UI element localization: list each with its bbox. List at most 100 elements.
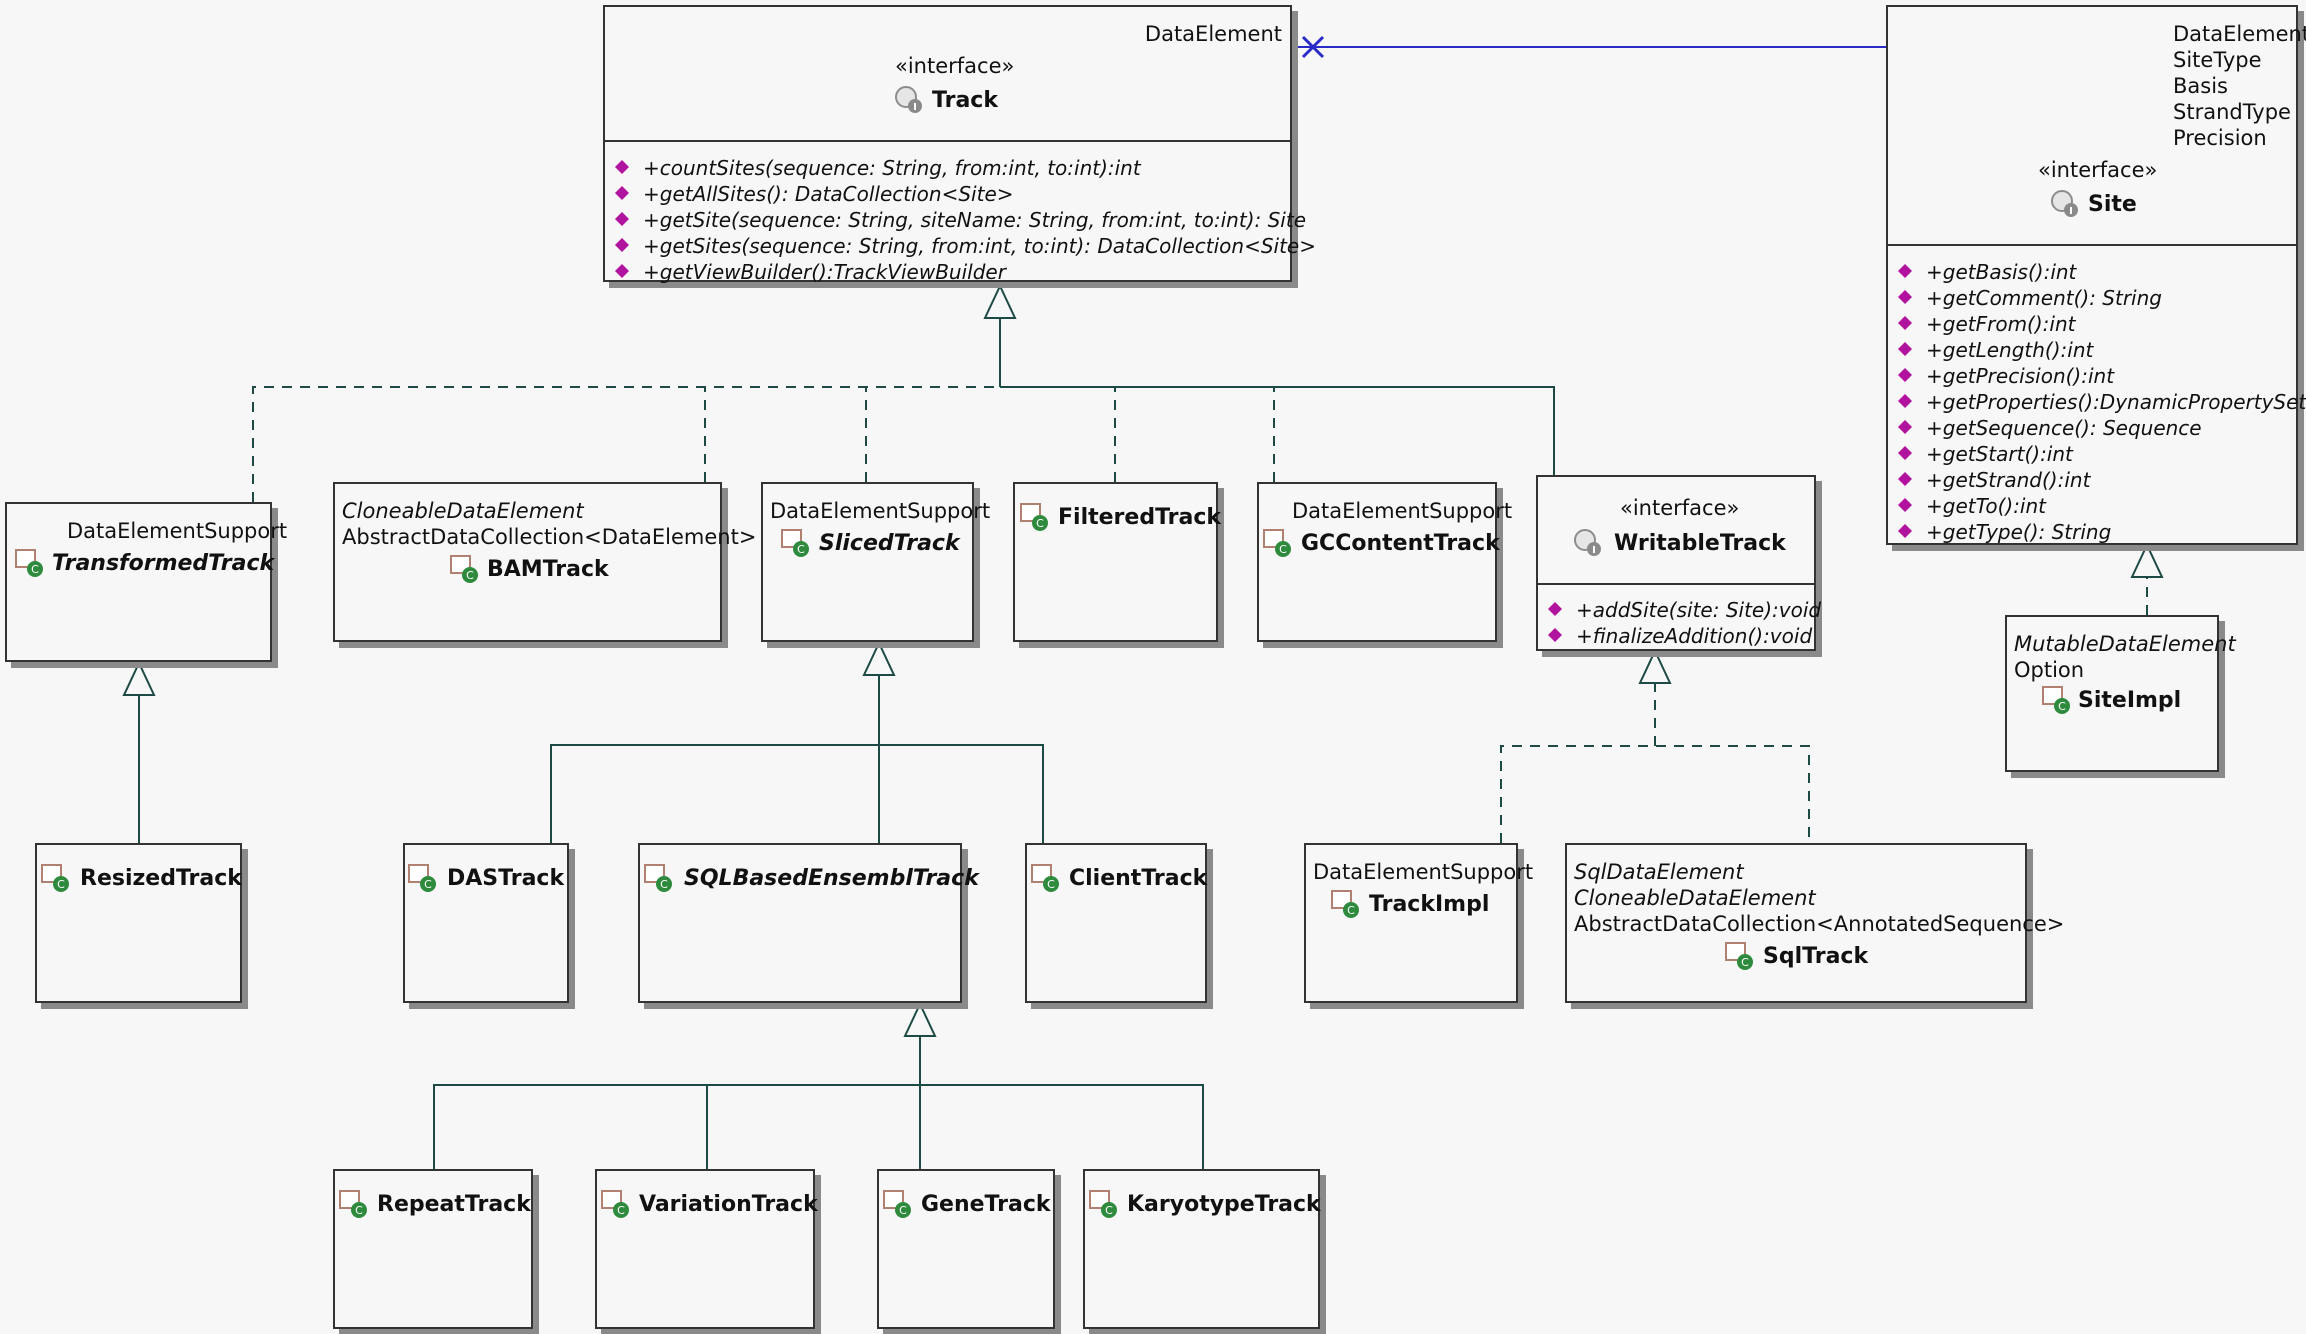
operation-row[interactable]: +getSequence(): Sequence (1888, 414, 2296, 440)
class-trackimpl[interactable]: DataElementSupport C TrackImpl (1304, 843, 1533, 1003)
operation-row[interactable]: +countSites(sequence: String, from:int, … (605, 154, 1290, 180)
svg-text:C: C (424, 878, 432, 891)
dastrack-name: DASTrack (447, 866, 565, 891)
inheritance-arrowhead-sqlbasedensembltrack (903, 1001, 937, 1037)
operation-row[interactable]: +finalizeAddition():void (1538, 622, 1814, 648)
class-clienttrack[interactable]: C ClientTrack (1025, 843, 1207, 1003)
svg-text:C: C (2058, 700, 2066, 713)
site-operations: +getBasis():int +getComment(): String +g… (1888, 258, 2306, 544)
operation-row[interactable]: +getPrecision():int (1888, 362, 2296, 388)
class-slicedtrack[interactable]: DataElementSupport C SlicedTrack (761, 482, 990, 642)
class-karyotypetrack[interactable]: C KaryotypeTrack (1083, 1169, 1321, 1329)
edge-dastrack-slicedtrack (550, 744, 1044, 843)
svg-text:C: C (355, 1204, 363, 1217)
bamtrack-name: BAMTrack (487, 557, 609, 582)
operation-label: +getLength():int (1926, 338, 2094, 362)
class-gccontenttrack[interactable]: DataElementSupport C GCContentTrack (1257, 482, 1512, 642)
edge-repeattrack-sqlbased (433, 1084, 1204, 1169)
operation-row[interactable]: +getBasis():int (1888, 258, 2296, 284)
realization-arrowhead-writabletrack (1638, 648, 1672, 684)
class-site[interactable]: DataElement SiteType Basis StrandType Pr… (1886, 5, 2306, 545)
realization-edges-to-track (252, 318, 1555, 502)
operation-row[interactable]: +addSite(site: Site):void (1538, 596, 1821, 622)
operation-icon (615, 264, 629, 278)
class-sqlbasedensembltrack[interactable]: C SQLBasedEnsemblTrack (638, 843, 979, 1003)
operation-label: +getSite(sequence: String, siteName: Str… (643, 208, 1306, 232)
operation-icon (615, 212, 629, 226)
class-bamtrack[interactable]: CloneableDataElement AbstractDataCollect… (333, 482, 756, 642)
svg-text:C: C (1347, 904, 1355, 917)
gccontenttrack-name: GCContentTrack (1301, 531, 1500, 556)
class-icon: C (450, 555, 480, 589)
class-icon: C (2042, 686, 2072, 720)
operation-icon (1898, 290, 1912, 304)
interface-icon (2050, 189, 2080, 223)
karyotypetrack-name: KaryotypeTrack (1127, 1192, 1321, 1217)
operation-row[interactable]: +getLength():int (1888, 336, 2296, 362)
class-variationtrack[interactable]: C VariationTrack (595, 1169, 818, 1329)
operation-label: +getPrecision():int (1926, 364, 2115, 388)
siteimpl-parent-label: MutableDataElement (2014, 632, 2236, 656)
class-writabletrack[interactable]: «interface» WritableTrack +addSite(site:… (1536, 475, 1821, 651)
filteredtrack-name: FilteredTrack (1058, 505, 1222, 530)
class-repeattrack[interactable]: C RepeatTrack (333, 1169, 533, 1329)
operation-row[interactable]: +getAllSites(): DataCollection<Site> (605, 180, 1290, 206)
inheritance-arrowhead-slicedtrack (862, 640, 896, 676)
class-icon: C (408, 864, 438, 898)
track-separator (605, 140, 1290, 142)
operation-icon (615, 160, 629, 174)
site-parent-label: DataElement (2173, 22, 2306, 46)
operation-icon (1898, 368, 1912, 382)
class-siteimpl[interactable]: MutableDataElement Option C SiteImpl (2005, 615, 2236, 772)
operation-label: +getStart():int (1926, 442, 2073, 466)
site-parent-label: StrandType (2173, 100, 2291, 124)
operation-row[interactable]: +getTo():int (1888, 492, 2296, 518)
class-icon: C (1725, 942, 1755, 976)
svg-text:C: C (466, 569, 474, 582)
bamtrack-parent-label: AbstractDataCollection<DataElement> (342, 525, 757, 549)
class-resizedtrack[interactable]: C ResizedTrack (35, 843, 242, 1003)
operation-row[interactable]: +getComment(): String (1888, 284, 2296, 310)
svg-text:C: C (1741, 956, 1749, 969)
class-icon: C (1331, 890, 1361, 924)
operation-label: +getType(): String (1926, 520, 2112, 544)
operation-icon (1898, 420, 1912, 434)
class-icon: C (1031, 864, 1061, 898)
operation-row[interactable]: +getSites(sequence: String, from:int, to… (605, 232, 1316, 258)
operation-row[interactable]: +getProperties():DynamicPropertySet (1888, 388, 2306, 414)
class-filteredtrack[interactable]: C FilteredTrack (1013, 482, 1222, 642)
svg-text:C: C (57, 878, 65, 891)
sqltrack-parent-label: CloneableDataElement (1574, 886, 1816, 910)
genetrack-name: GeneTrack (921, 1192, 1051, 1217)
operation-icon (1898, 342, 1912, 356)
inheritance-arrowhead-track (983, 283, 1017, 319)
class-track[interactable]: DataElement «interface» Track +countSite… (603, 5, 1316, 284)
inheritance-arrowhead-transformedtrack (122, 660, 156, 696)
class-genetrack[interactable]: C GeneTrack (877, 1169, 1055, 1329)
class-sqltrack[interactable]: SqlDataElement CloneableDataElement Abst… (1565, 843, 2064, 1003)
site-parent-label: Basis (2173, 74, 2228, 98)
sqltrack-parent-label: SqlDataElement (1574, 860, 1744, 884)
operation-icon (615, 186, 629, 200)
svg-text:C: C (31, 563, 39, 576)
svg-text:C: C (899, 1204, 907, 1217)
operation-row[interactable]: +getSite(sequence: String, siteName: Str… (605, 206, 1306, 232)
operation-row[interactable]: +getViewBuilder():TrackViewBuilder (605, 258, 1290, 284)
operation-row[interactable]: +getStart():int (1888, 440, 2296, 466)
svg-text:C: C (1047, 878, 1055, 891)
clienttrack-name: ClientTrack (1069, 866, 1208, 891)
siteimpl-parent-label: Option (2014, 658, 2085, 682)
track-stereotype: «interface» (895, 54, 1015, 78)
interface-icon (1573, 528, 1603, 562)
sqltrack-name: SqlTrack (1763, 944, 1869, 969)
class-icon: C (1089, 1190, 1119, 1224)
operation-icon (1898, 264, 1912, 278)
site-stereotype: «interface» (2038, 158, 2158, 182)
operation-row[interactable]: +getType(): String (1888, 518, 2296, 544)
operation-row[interactable]: +getFrom():int (1888, 310, 2296, 336)
operation-row[interactable]: +getStrand():int (1888, 466, 2296, 492)
bamtrack-parent-label: CloneableDataElement (342, 499, 584, 523)
class-dastrack[interactable]: C DASTrack (403, 843, 569, 1003)
class-transformedtrack[interactable]: DataElementSupport C TransformedTrack (5, 502, 287, 662)
